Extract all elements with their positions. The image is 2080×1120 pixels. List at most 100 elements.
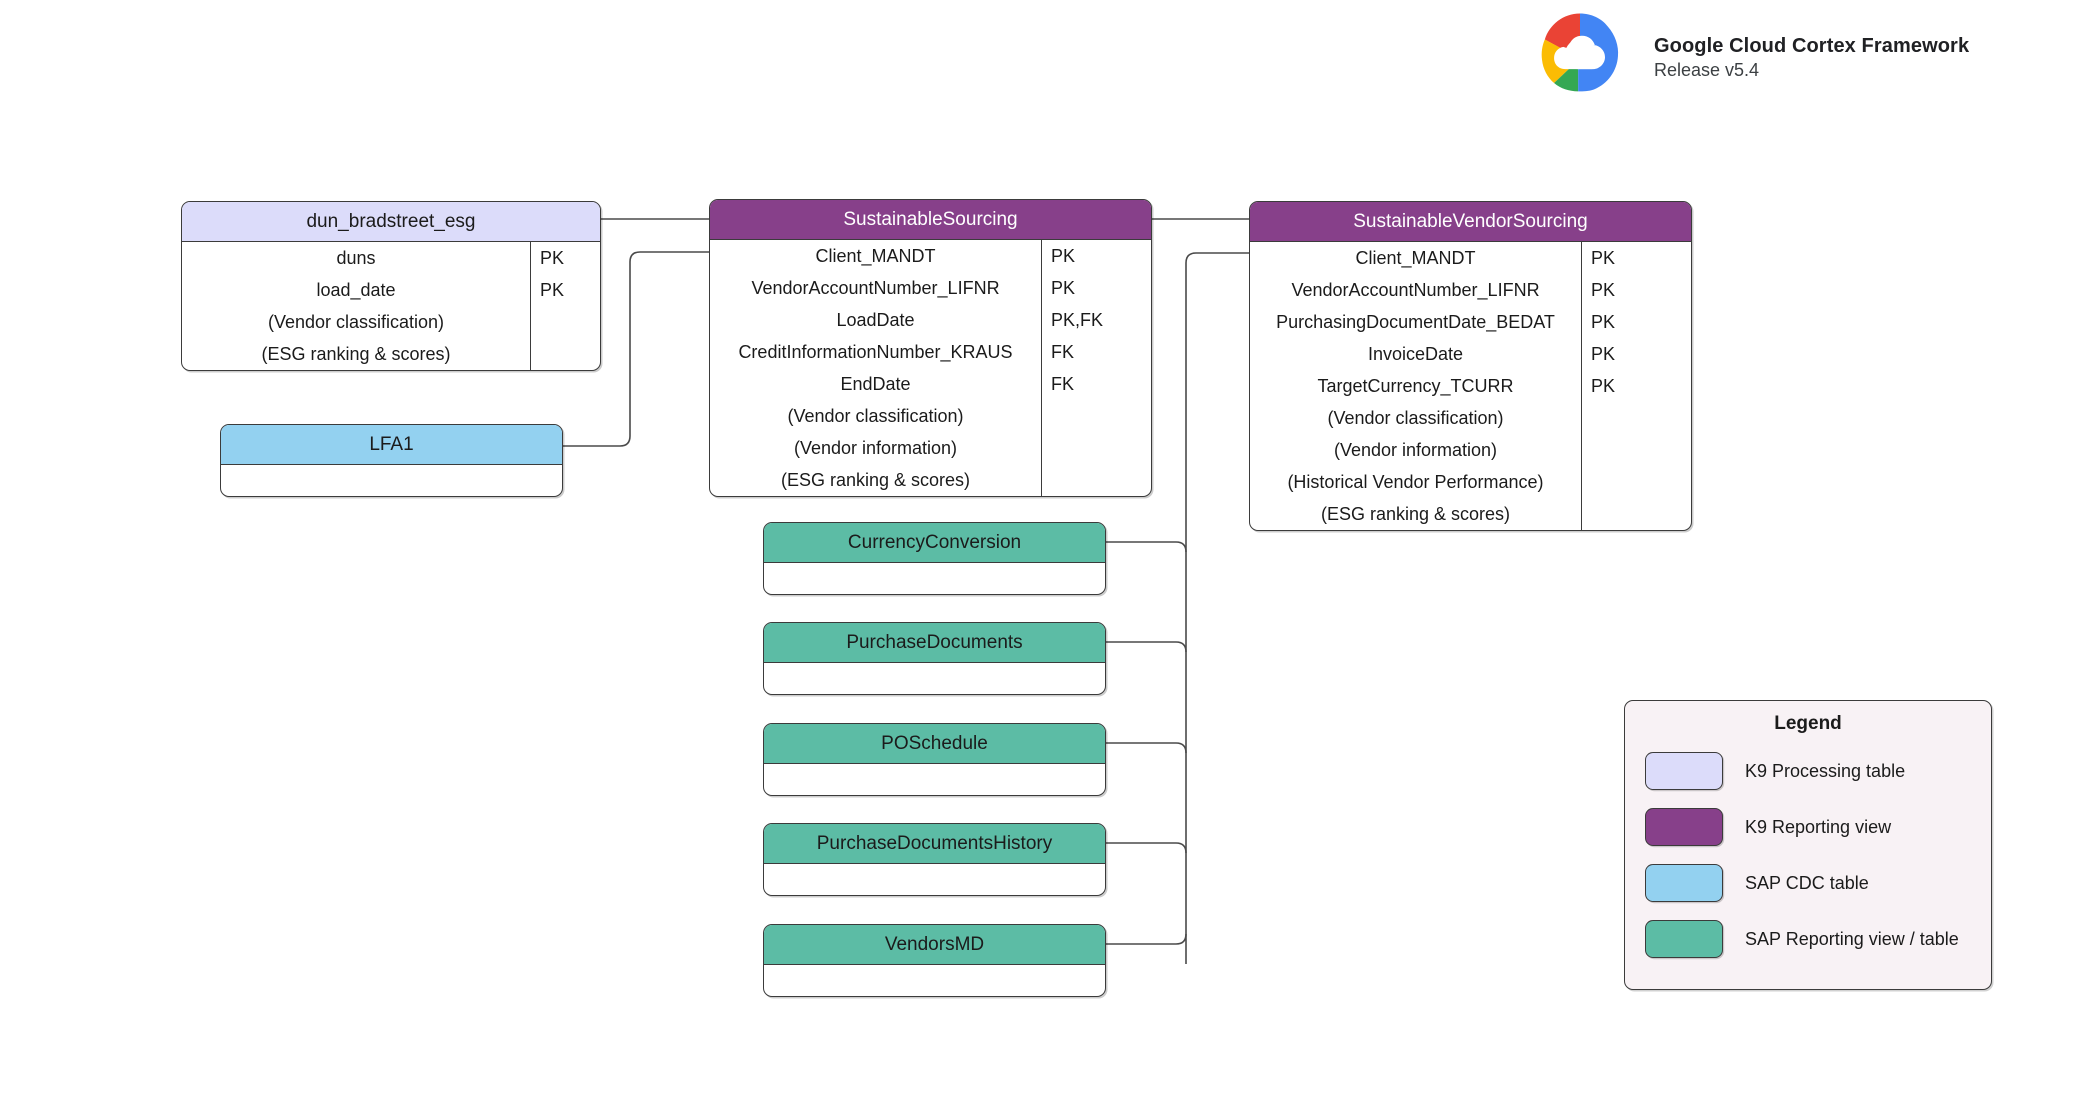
field-name: (ESG ranking & scores) bbox=[1320, 504, 1511, 524]
field-key bbox=[1582, 434, 1691, 466]
legend-swatch bbox=[1645, 864, 1723, 902]
entity-title-dun_bradstreet_esg: dun_bradstreet_esg bbox=[182, 202, 600, 242]
legend-item: K9 Processing table bbox=[1625, 743, 1991, 799]
field-name: EndDate bbox=[840, 374, 911, 394]
field-key: PK bbox=[1051, 278, 1076, 298]
legend-item: K9 Reporting view bbox=[1625, 799, 1991, 855]
field-key: PK bbox=[1591, 312, 1616, 332]
entity-title-purchasedocumentshistory: PurchaseDocumentsHistory bbox=[764, 824, 1105, 864]
field-key: PK bbox=[1591, 280, 1616, 300]
field-name: Client_MANDT bbox=[1355, 248, 1476, 268]
connector-purchasedocuments-trunk bbox=[1106, 641, 1187, 653]
legend-title: Legend bbox=[1774, 713, 1842, 734]
field-name: CreditInformationNumber_KRAUS bbox=[738, 342, 1013, 362]
field-key: PK bbox=[540, 280, 565, 300]
entity-lfa1[interactable]: LFA1 bbox=[220, 424, 563, 497]
field-key: PK bbox=[1051, 246, 1076, 266]
field-name: load_date bbox=[316, 280, 396, 300]
field-name: (Vendor information) bbox=[793, 438, 958, 458]
field-column: Client_MANDT VendorAccountNumber_LIFNR Pur… bbox=[1250, 242, 1581, 530]
field-name: (ESG ranking & scores) bbox=[261, 344, 451, 364]
legend-label: K9 Reporting view bbox=[1745, 816, 1892, 837]
field-name: PurchasingDocumentDate_BEDAT bbox=[1276, 312, 1555, 332]
entity-body bbox=[764, 563, 1105, 594]
brand-title: Google Cloud Cortex Framework bbox=[1654, 35, 1970, 58]
field-name: duns bbox=[336, 248, 376, 268]
field-column bbox=[764, 965, 1105, 996]
entity-body bbox=[764, 864, 1105, 895]
field-column bbox=[764, 764, 1105, 795]
entity-currencyconversion[interactable]: CurrencyConversion bbox=[763, 522, 1106, 595]
key-column: PK PK bbox=[530, 242, 600, 370]
entity-title-sustainablesourcing: SustainableSourcing bbox=[710, 200, 1151, 240]
legend-swatch bbox=[1645, 752, 1723, 790]
field-key: PK bbox=[1591, 376, 1616, 396]
entity-vendorsmd[interactable]: VendorsMD bbox=[763, 924, 1106, 997]
field-key bbox=[531, 306, 600, 338]
brand-release: Release v5.4 bbox=[1654, 60, 1760, 81]
legend-panel: Legend K9 Processing table K9 Reporting v… bbox=[1624, 700, 1992, 990]
connector-vendorsmd-trunk bbox=[1106, 933, 1187, 945]
field-key: PK bbox=[1591, 248, 1616, 268]
field-key bbox=[1042, 464, 1151, 496]
field-key bbox=[1582, 466, 1691, 498]
field-key bbox=[531, 338, 600, 370]
entity-body bbox=[764, 965, 1105, 996]
field-name: (ESG ranking & scores) bbox=[780, 470, 971, 490]
key-column: PK PK PK PK PK bbox=[1581, 242, 1691, 530]
key-column: PK PK PK,FK FK FK bbox=[1041, 240, 1151, 496]
field-name: (Historical Vendor Performance) bbox=[1287, 472, 1544, 492]
entity-purchasedocuments[interactable]: PurchaseDocuments bbox=[763, 622, 1106, 695]
field-name: TargetCurrency_TCURR bbox=[1317, 376, 1514, 396]
entity-title-currencyconversion: CurrencyConversion bbox=[764, 523, 1105, 563]
field-key: PK bbox=[1591, 344, 1616, 364]
field-key: PK,FK bbox=[1051, 310, 1104, 330]
connector-purchasedocumentshistory-trunk bbox=[1106, 842, 1187, 854]
field-column bbox=[764, 864, 1105, 895]
legend-item: SAP Reporting view / table bbox=[1625, 911, 1991, 967]
brand-text: Google Cloud Cortex Framework Release v5… bbox=[1654, 34, 1969, 82]
field-name: VendorAccountNumber_LIFNR bbox=[1291, 280, 1540, 300]
legend-item: SAP CDC table bbox=[1625, 855, 1991, 911]
entity-title-sustainablevendorsourcing: SustainableVendorSourcing bbox=[1250, 202, 1691, 242]
entity-body: Client_MANDT VendorAccountNumber_LIFNR Pur… bbox=[1250, 242, 1691, 530]
field-key bbox=[1582, 498, 1691, 530]
entity-poschedule[interactable]: POSchedule bbox=[763, 723, 1106, 796]
entity-title-purchasedocuments: PurchaseDocuments bbox=[764, 623, 1105, 663]
field-name: InvoiceDate bbox=[1367, 344, 1464, 364]
entity-purchasedocumentshistory[interactable]: PurchaseDocumentsHistory bbox=[763, 823, 1106, 896]
field-name: VendorAccountNumber_LIFNR bbox=[751, 278, 1000, 298]
field-column bbox=[764, 663, 1105, 694]
brand-header: Google Cloud Cortex Framework Release v5… bbox=[1524, 8, 1969, 108]
connector-currencyconversion-trunk bbox=[1106, 541, 1187, 553]
legend-label: SAP Reporting view / table bbox=[1745, 928, 1959, 949]
field-name: LoadDate bbox=[836, 310, 915, 330]
entity-body bbox=[764, 663, 1105, 694]
entity-body bbox=[221, 465, 562, 496]
entity-body bbox=[764, 764, 1105, 795]
field-name: (Vendor classification) bbox=[1327, 408, 1504, 428]
field-key bbox=[1042, 400, 1151, 432]
field-key: FK bbox=[1051, 374, 1075, 394]
legend-swatch bbox=[1645, 808, 1723, 846]
field-name: (Vendor classification) bbox=[787, 406, 964, 426]
field-key: FK bbox=[1051, 342, 1075, 362]
google-cloud-logo bbox=[1541, 13, 1619, 92]
field-key: PK bbox=[540, 248, 565, 268]
entity-title-poschedule: POSchedule bbox=[764, 724, 1105, 764]
entity-title-lfa1: LFA1 bbox=[221, 425, 562, 465]
field-key bbox=[1582, 402, 1691, 434]
field-column bbox=[221, 465, 562, 496]
connector-poschedule-trunk bbox=[1106, 742, 1187, 754]
legend-swatch bbox=[1645, 920, 1723, 958]
connector-trunk-vendorsourcing bbox=[1185, 252, 1249, 964]
